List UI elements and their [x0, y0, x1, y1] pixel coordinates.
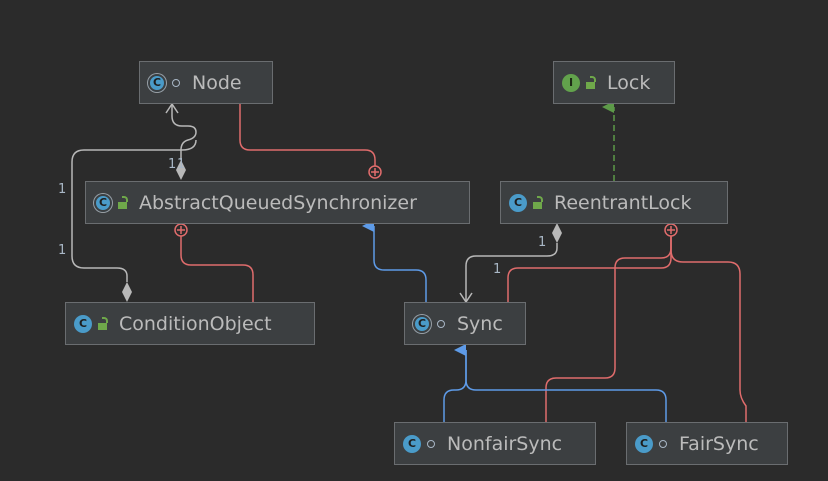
package-visibility-icon	[427, 439, 435, 448]
multiplicity-label: 1	[168, 157, 177, 172]
inherit-line-sync-aqs	[362, 220, 427, 302]
package-visibility-icon	[659, 439, 667, 448]
class-node-lock[interactable]: I Lock	[553, 61, 675, 104]
inherit-line-fair-sync	[465, 350, 667, 422]
class-node-aqs[interactable]: C AbstractQueuedSynchronizer	[85, 181, 470, 224]
class-node-sync[interactable]: C Sync	[404, 302, 526, 345]
class-icon: C	[403, 434, 421, 453]
assoc-diamond-condition	[122, 282, 132, 302]
inner-line-aqs-condition	[180, 236, 254, 302]
class-node-conditionobject[interactable]: C ConditionObject	[65, 302, 315, 345]
abstract-class-icon: C	[413, 314, 431, 333]
inner-line-reentrant-fair	[670, 236, 747, 422]
class-name: Node	[192, 71, 242, 94]
multiplicity-label: 1	[58, 243, 67, 258]
public-visibility-icon	[533, 196, 543, 209]
class-name: AbstractQueuedSynchronizer	[139, 191, 417, 214]
inner-plus-aqs-top	[371, 168, 379, 176]
assoc-diamond-reentrant	[552, 223, 562, 243]
package-visibility-icon	[437, 319, 445, 328]
class-icon: C	[509, 193, 527, 212]
inherit-line-nonfair-sync	[443, 344, 467, 422]
class-node-fairsync[interactable]: C FairSync	[626, 422, 788, 465]
class-node-node[interactable]: C Node	[139, 61, 273, 104]
inner-line-reentrant-nonfair	[545, 236, 672, 422]
inner-line-node-aqs	[239, 104, 376, 172]
class-name: Lock	[607, 71, 651, 94]
class-node-nonfairsync[interactable]: C NonfairSync	[394, 422, 596, 465]
class-name: Sync	[457, 312, 503, 335]
assoc-line-reentrant-sync	[465, 243, 558, 302]
inner-line-reentrant-sync	[507, 236, 672, 302]
class-name: ConditionObject	[119, 312, 272, 335]
class-icon: C	[635, 434, 653, 453]
abstract-class-icon: C	[94, 193, 112, 212]
multiplicity-label: 1	[177, 157, 186, 172]
package-visibility-icon	[172, 78, 180, 87]
public-visibility-icon	[586, 76, 596, 89]
public-visibility-icon	[98, 317, 108, 330]
multiplicity-label: 1	[58, 182, 67, 197]
class-node-reentrantlock[interactable]: C ReentrantLock	[500, 181, 728, 224]
class-icon: C	[74, 314, 92, 333]
multiplicity-label: 1	[493, 262, 502, 277]
inner-plus-reentrant	[667, 226, 675, 234]
assoc-diamond-aqs	[176, 160, 186, 180]
assoc-line-condition-node	[71, 139, 197, 282]
class-name: FairSync	[679, 432, 759, 455]
multiplicity-label: 1	[538, 235, 547, 250]
assoc-arrow-aqs-node	[165, 102, 179, 114]
class-name: ReentrantLock	[554, 191, 692, 214]
interface-icon: I	[562, 73, 580, 92]
abstract-class-icon: C	[148, 73, 166, 92]
inner-plus-aqs-bottom	[177, 226, 185, 234]
class-name: NonfairSync	[447, 432, 563, 455]
public-visibility-icon	[118, 196, 128, 209]
assoc-line-aqs-node	[171, 104, 197, 160]
